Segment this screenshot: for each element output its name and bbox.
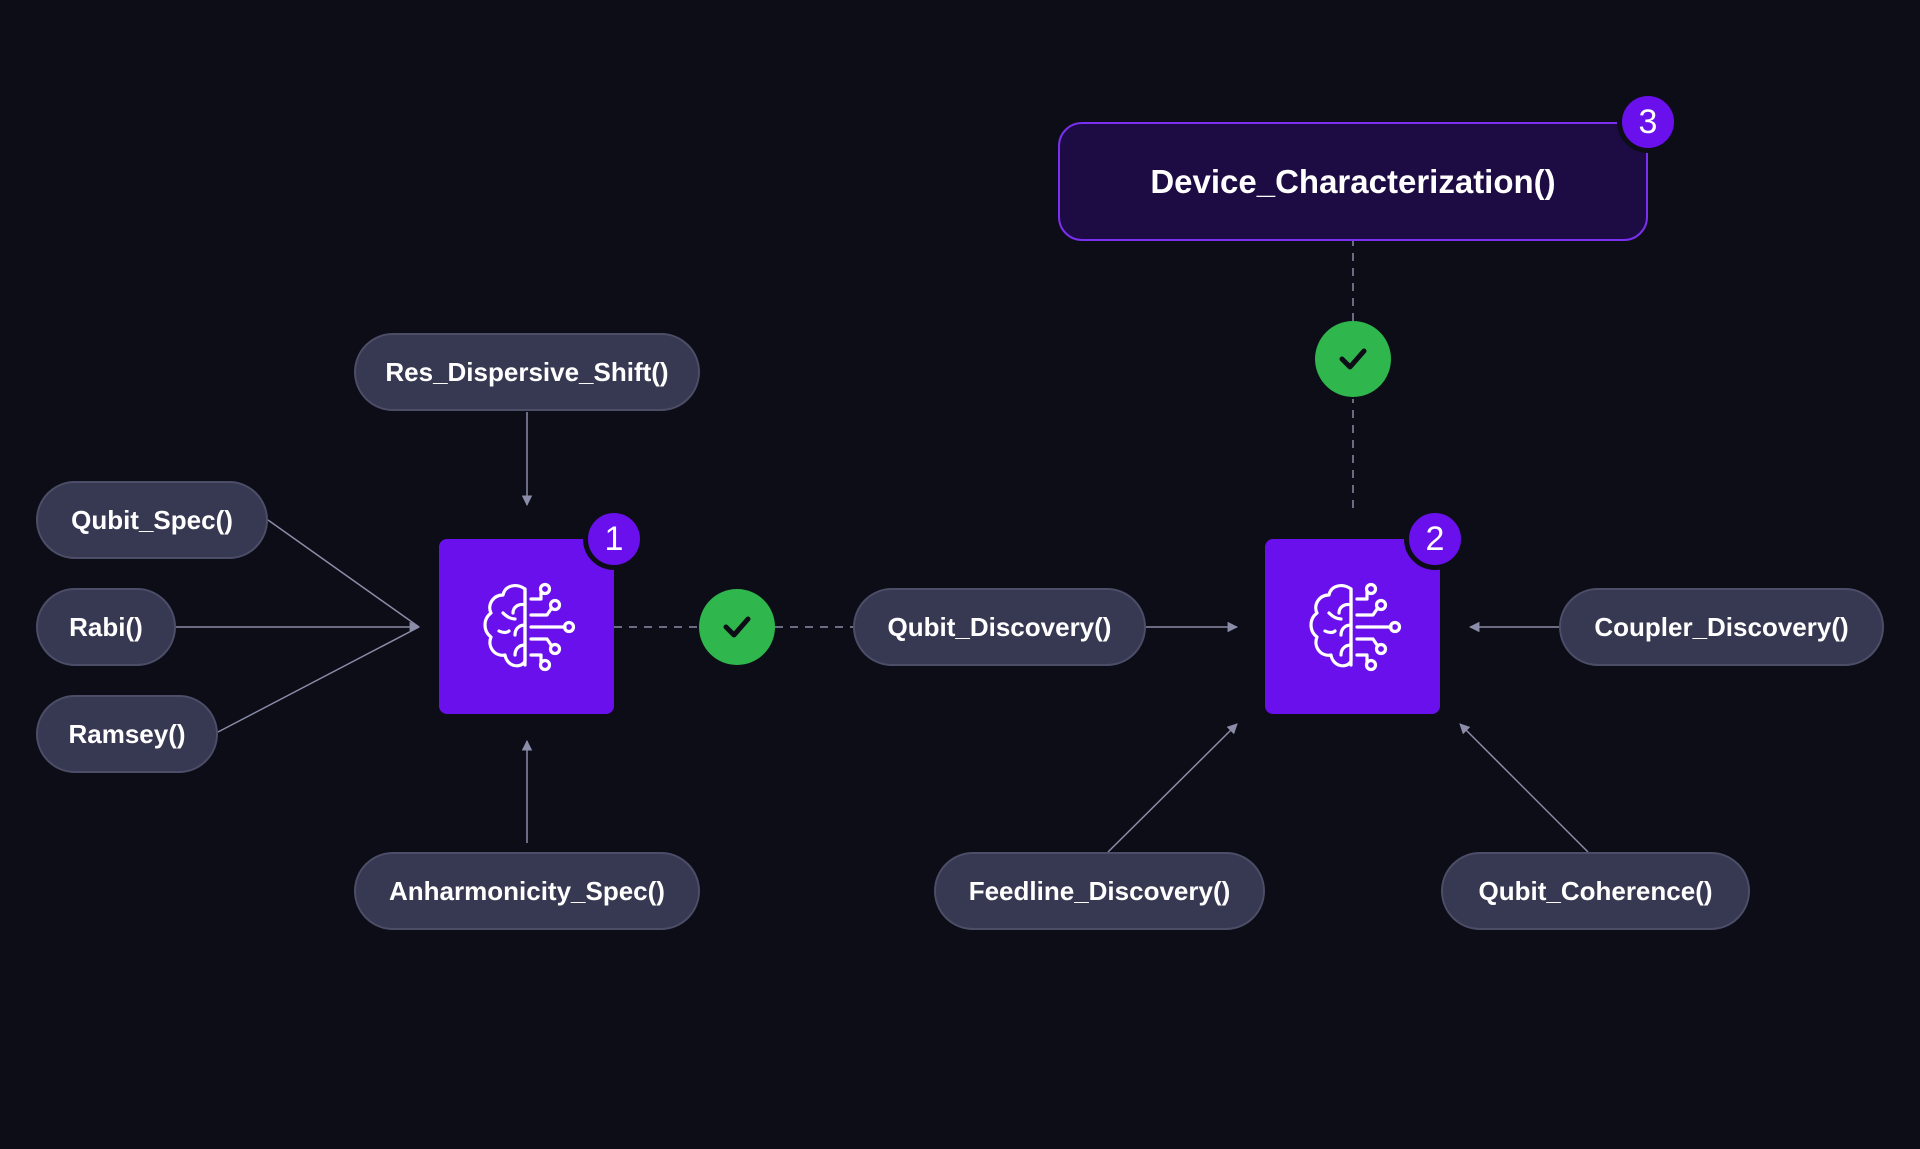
coupler-discovery-node[interactable]: Coupler_Discovery() [1559,588,1884,666]
step-badge-3: 3 [1617,91,1679,153]
device-characterization-label: Device_Characterization() [1150,162,1556,200]
ramsey-label: Ramsey() [68,718,186,749]
edge-feedline-discovery-to-agent-2 [1107,723,1238,853]
res-dispersive-shift-label: Res_Dispersive_Shift() [385,356,669,387]
qubit-spec-label: Qubit_Spec() [71,504,233,535]
anharmonicity-spec-node[interactable]: Anharmonicity_Spec() [354,852,700,930]
qubit-discovery-label: Qubit_Discovery() [887,611,1112,642]
rabi-node[interactable]: Rabi() [36,588,176,666]
step-badge-1: 1 [583,508,645,570]
edge-qubit-spec-to-agent-1 [267,519,420,628]
qubit-discovery-node[interactable]: Qubit_Discovery() [853,588,1146,666]
agent-2-node[interactable] [1265,539,1440,714]
anharmonicity-spec-label: Anharmonicity_Spec() [389,875,665,906]
feedline-discovery-label: Feedline_Discovery() [968,875,1231,906]
edge-qubit-coherence-to-agent-2 [1459,723,1589,853]
res-dispersive-shift-node[interactable]: Res_Dispersive_Shift() [354,333,700,411]
check-icon [699,589,775,665]
device-characterization-node[interactable]: Device_Characterization() [1058,122,1648,241]
qubit-spec-node[interactable]: Qubit_Spec() [36,481,268,559]
brain-circuit-icon [1308,582,1401,671]
coupler-discovery-label: Coupler_Discovery() [1594,611,1849,642]
brain-circuit-icon [482,582,575,671]
step-badge-2: 2 [1404,508,1466,570]
edge-ramsey-to-agent-1 [217,626,420,733]
feedline-discovery-node[interactable]: Feedline_Discovery() [934,852,1265,930]
agent-1-node[interactable] [439,539,614,714]
qubit-coherence-label: Qubit_Coherence() [1478,875,1713,906]
ramsey-node[interactable]: Ramsey() [36,695,218,773]
rabi-label: Rabi() [69,611,143,642]
check-icon [1315,321,1391,397]
qubit-coherence-node[interactable]: Qubit_Coherence() [1441,852,1750,930]
